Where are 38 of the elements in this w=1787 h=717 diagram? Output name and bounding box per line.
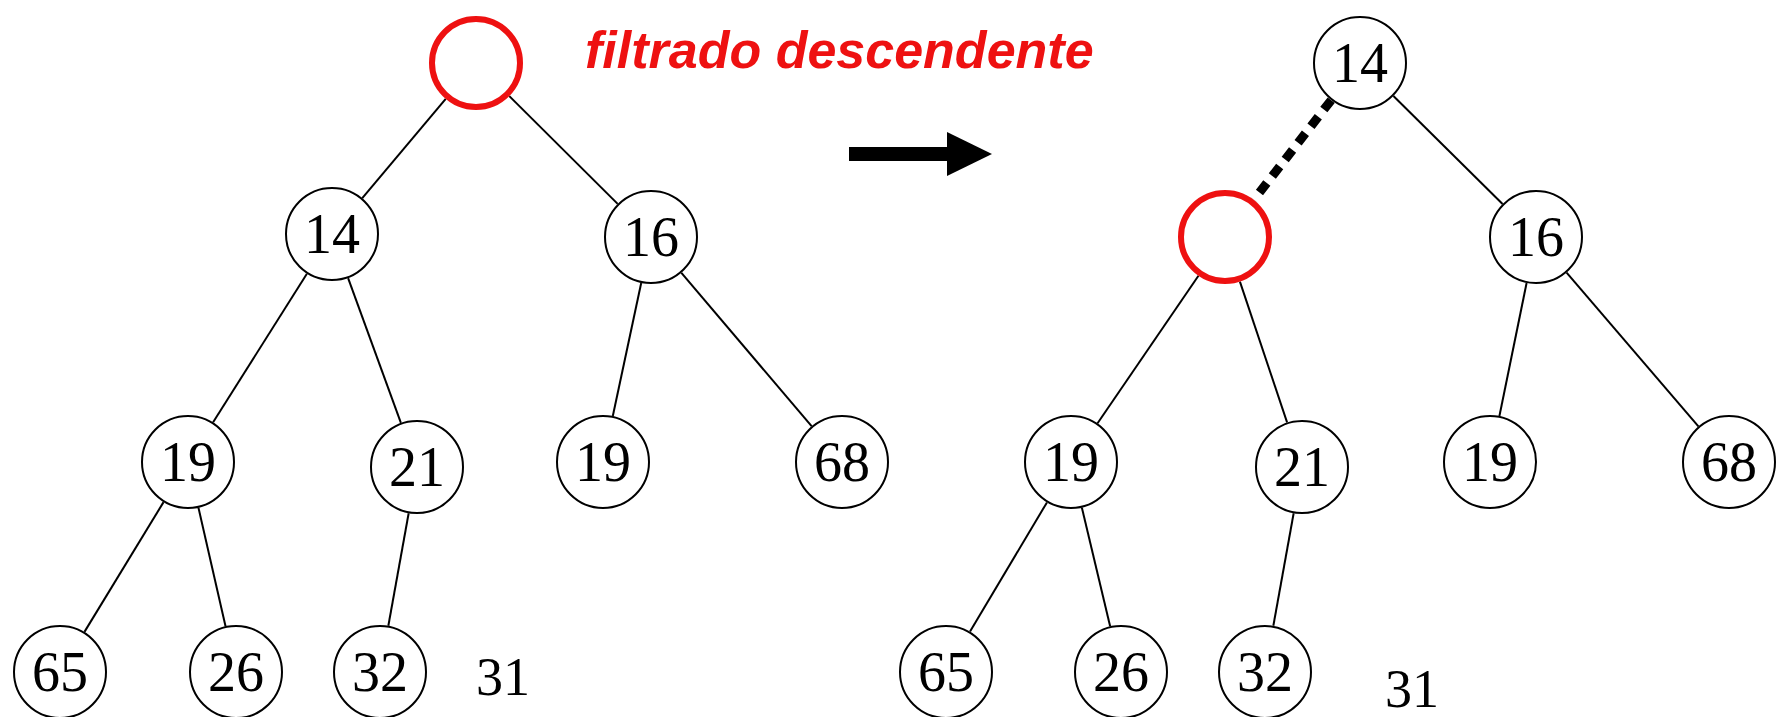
connector-line	[508, 95, 619, 205]
connector-line	[1272, 512, 1295, 627]
node-value: 68	[1701, 434, 1757, 490]
connector-line	[680, 271, 813, 428]
node-value: 21	[1274, 439, 1330, 495]
connector-line	[83, 501, 165, 633]
node-value: 14	[1332, 35, 1388, 91]
node-value: 19	[575, 434, 631, 490]
connector-line	[387, 512, 410, 627]
connector-line	[1565, 271, 1700, 428]
connector-line	[611, 281, 643, 418]
pending-value: 31	[476, 648, 530, 708]
node-value: 21	[389, 439, 445, 495]
operation-caption: filtrado descendente	[585, 22, 1094, 80]
node-value: 14	[304, 206, 360, 262]
connector-line	[969, 501, 1048, 633]
node-value: 26	[1093, 644, 1149, 700]
node-value: 65	[918, 644, 974, 700]
node-value: 19	[1043, 434, 1099, 490]
node-value: 16	[623, 209, 679, 265]
pending-value: 31	[1385, 660, 1439, 717]
connector-line	[1238, 280, 1289, 424]
connector-line	[361, 97, 447, 200]
connector-line	[347, 277, 402, 424]
node-value: 32	[352, 644, 408, 700]
connector-line	[197, 506, 227, 628]
node-value: 32	[1237, 644, 1293, 700]
connector-line	[1392, 95, 1504, 205]
connector-line	[1080, 506, 1112, 628]
connector-line	[1096, 274, 1200, 425]
connector-line	[1498, 282, 1528, 417]
node-value: 68	[814, 434, 870, 490]
node-value: 26	[208, 644, 264, 700]
node-value: 65	[32, 644, 88, 700]
node-value: 16	[1508, 209, 1564, 265]
node-value: 19	[1462, 434, 1518, 490]
connector-line	[212, 272, 308, 424]
node-value: 19	[160, 434, 216, 490]
